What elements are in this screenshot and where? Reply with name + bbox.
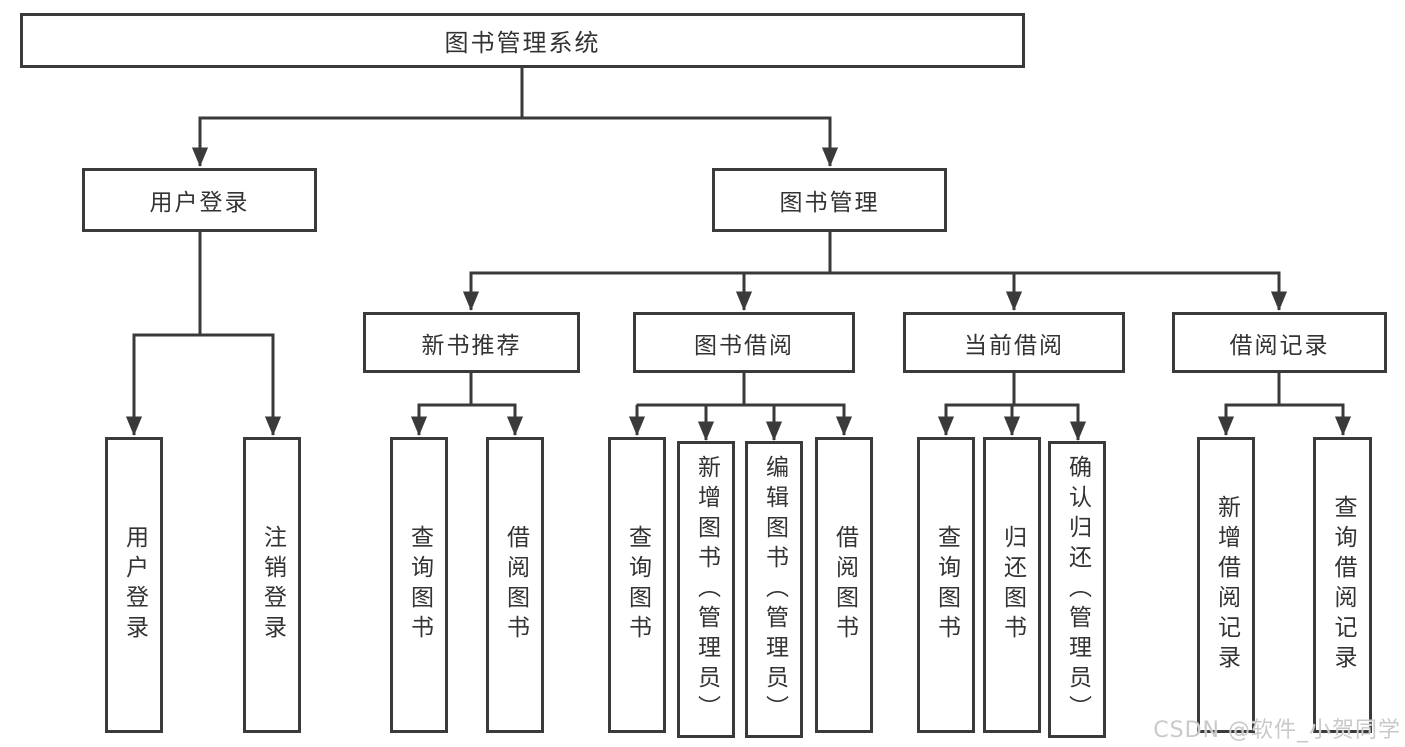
connector-lines (132, 67, 1345, 407)
node-label: 借阅图书 (502, 525, 529, 645)
node-label: 用户登录 (121, 525, 148, 645)
leaf-return-books: 归还图书 (983, 437, 1041, 733)
node-library-management-system: 图书管理系统 (20, 13, 1025, 68)
node-label: 编辑图书（管理员） (761, 454, 788, 725)
node-label: 图书借阅 (694, 332, 794, 359)
node-label: 查询借阅记录 (1330, 495, 1356, 675)
node-label: 借阅记录 (1229, 332, 1330, 359)
leaf-add-books-admin: 新增图书（管理员） (677, 441, 735, 738)
node-borrowing-records: 借阅记录 (1172, 312, 1387, 373)
node-label: 查询图书 (406, 525, 433, 645)
node-label: 图书管理 (779, 190, 880, 216)
leaf-borrow-books: 借阅图书 (815, 437, 873, 733)
leaf-edit-books-admin: 编辑图书（管理员） (745, 441, 803, 738)
watermark: CSDN @软件_小贺同学 (1153, 718, 1401, 743)
node-label: 新书推荐 (421, 332, 522, 359)
node-label: 注销登录 (259, 525, 286, 645)
node-label: 查询图书 (624, 525, 651, 645)
node-new-book-recommend: 新书推荐 (363, 312, 580, 373)
leaf-confirm-return-admin: 确认归还（管理员） (1048, 441, 1106, 738)
node-user-login: 用户登录 (82, 168, 317, 232)
node-label: 归还图书 (999, 525, 1026, 645)
leaf-borrow-query-books: 查询图书 (608, 437, 666, 733)
leaf-query-borrow-record: 查询借阅记录 (1313, 437, 1372, 733)
connector-arrows (125, 118, 1352, 441)
node-book-borrowing: 图书借阅 (633, 312, 855, 373)
node-label: 借阅图书 (831, 525, 858, 645)
node-label: 用户登录 (149, 190, 250, 216)
node-current-borrowing: 当前借阅 (903, 312, 1125, 373)
node-label: 新增借阅记录 (1213, 495, 1240, 675)
node-label: 当前借阅 (964, 332, 1064, 359)
node-label: 查询图书 (933, 525, 960, 645)
leaf-add-borrow-record: 新增借阅记录 (1197, 437, 1255, 733)
leaf-recommend-borrow-books: 借阅图书 (486, 437, 544, 733)
node-book-management: 图书管理 (712, 168, 947, 232)
node-label: 新增图书（管理员） (693, 454, 720, 725)
leaf-logout: 注销登录 (243, 437, 301, 733)
leaf-recommend-query-books: 查询图书 (390, 437, 448, 733)
leaf-user-login: 用户登录 (105, 437, 163, 733)
node-label: 图书管理系统 (444, 29, 601, 57)
leaf-current-query-books: 查询图书 (917, 437, 975, 733)
node-label: 确认归还（管理员） (1064, 454, 1091, 725)
